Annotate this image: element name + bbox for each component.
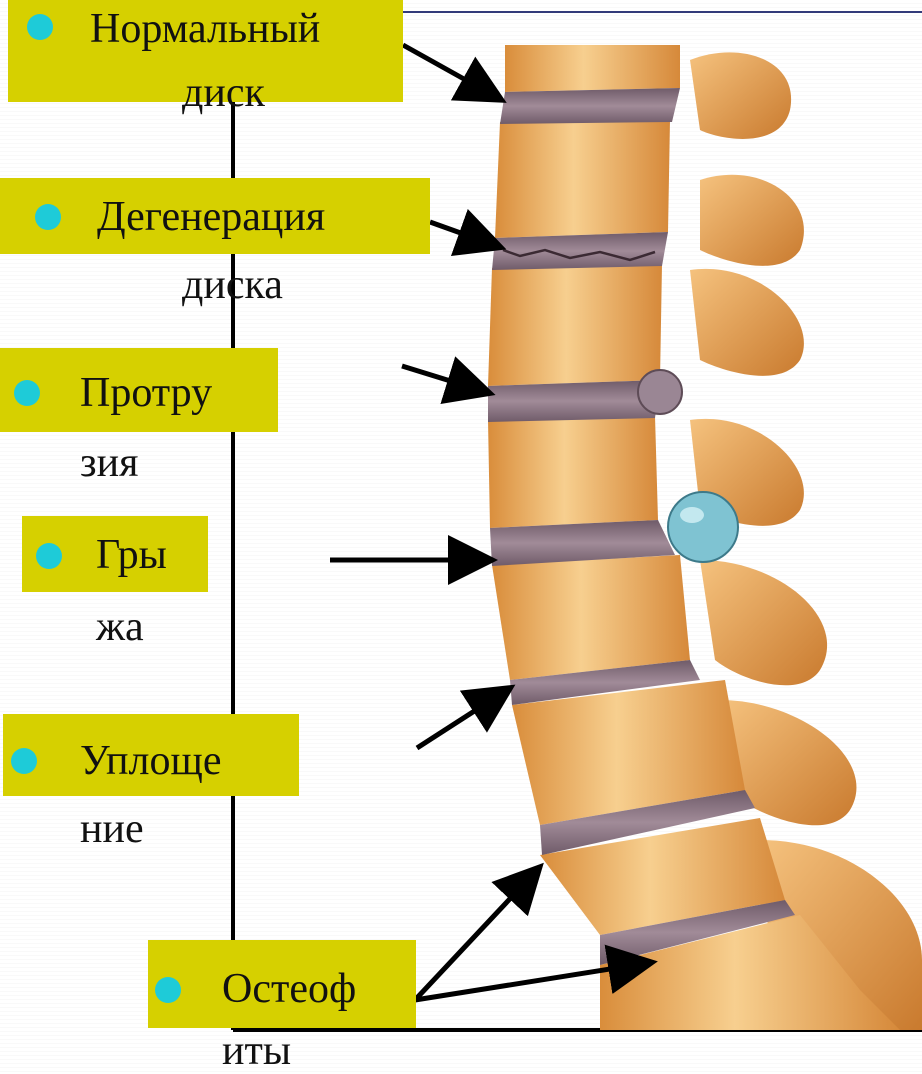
- label-degeneration-line2: диска: [182, 264, 283, 306]
- label-flattening-line2: ние: [80, 808, 144, 850]
- label-osteophytes-line1: Остеоф: [222, 968, 356, 1010]
- arrow-flattening: [417, 690, 507, 748]
- bullet-icon: [35, 204, 61, 230]
- label-protrusion-line2: зия: [80, 442, 138, 484]
- label-herniation-line2: жа: [96, 606, 144, 648]
- arrow-osteophyte-2: [415, 963, 648, 1000]
- label-normal-disc-line2: диск: [182, 72, 265, 114]
- arrow-protrusion: [402, 366, 486, 392]
- bullet-icon: [14, 380, 40, 406]
- label-herniation-line1: Гры: [96, 534, 167, 576]
- arrow-osteophyte-1: [415, 870, 537, 1000]
- label-osteophytes-line2: иты: [222, 1030, 291, 1072]
- arrow-degeneration: [430, 222, 497, 246]
- bullet-icon: [11, 748, 37, 774]
- bullet-icon: [155, 977, 181, 1003]
- arrow-normal-disc: [403, 45, 498, 98]
- label-degeneration-line1: Дегенерация: [97, 196, 325, 238]
- bullet-icon: [36, 543, 62, 569]
- bullet-icon: [27, 14, 53, 40]
- label-normal-disc-line1: Нормальный: [90, 8, 320, 50]
- label-flattening-line1: Уплоще: [80, 740, 221, 782]
- label-protrusion-line1: Протру: [80, 372, 212, 414]
